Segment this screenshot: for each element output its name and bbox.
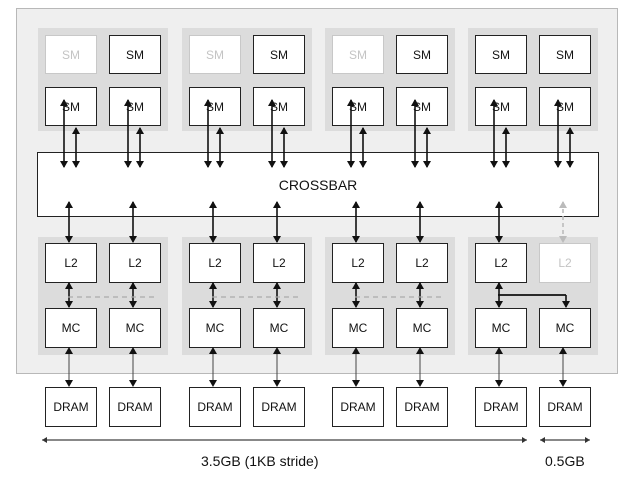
mc-box-1-1: MC [45, 308, 97, 348]
dram-box-3-2-label: DRAM [404, 400, 440, 414]
sm-box-1-3-label: SM [62, 99, 80, 114]
dram-box-3-2: DRAM [396, 387, 448, 427]
sm-box-4-4: SM [539, 87, 591, 126]
sm-box-3-1: SM [332, 35, 384, 74]
mc-box-3-1: MC [332, 308, 384, 348]
sm-box-1-2-label: SM [126, 47, 144, 62]
dram-box-2-1-label: DRAM [197, 400, 233, 414]
mc-box-4-1-label: MC [491, 321, 511, 335]
mc-box-1-2: MC [109, 308, 161, 348]
sm-box-2-1-label: SM [206, 47, 224, 62]
crossbar: CROSSBAR [37, 152, 599, 217]
l2-box-1-2: L2 [109, 243, 161, 283]
l2-box-4-2-label: L2 [558, 256, 572, 270]
sm-box-3-3: SM [332, 87, 384, 126]
mc-box-1-2-label: MC [125, 321, 145, 335]
sm-box-2-2: SM [253, 35, 305, 74]
l2-box-3-2: L2 [396, 243, 448, 283]
l2-box-3-1-label: L2 [351, 256, 365, 270]
sm-box-2-3-label: SM [206, 99, 224, 114]
mc-box-1-1-label: MC [61, 321, 81, 335]
l2-box-3-2-label: L2 [415, 256, 429, 270]
sm-box-4-2-label: SM [556, 47, 574, 62]
dram-box-2-2-label: DRAM [261, 400, 297, 414]
dram-box-4-2: DRAM [539, 387, 591, 427]
sm-box-4-4-label: SM [556, 99, 574, 114]
sm-box-3-4-label: SM [413, 99, 431, 114]
sm-box-3-3-label: SM [349, 99, 367, 114]
l2-box-2-1: L2 [189, 243, 241, 283]
sm-box-2-4: SM [253, 87, 305, 126]
dram-box-2-1: DRAM [189, 387, 241, 427]
sm-box-4-3: SM [475, 87, 527, 126]
sm-box-4-1: SM [475, 35, 527, 74]
sm-box-4-2: SM [539, 35, 591, 74]
sm-box-2-2-label: SM [270, 47, 288, 62]
sm-box-1-2: SM [109, 35, 161, 74]
memory-extra-label: 0.5GB [541, 453, 589, 469]
crossbar-label: CROSSBAR [278, 176, 358, 193]
l2-box-4-1-label: L2 [494, 256, 508, 270]
mc-box-3-2-label: MC [412, 321, 432, 335]
sm-box-1-4-label: SM [126, 99, 144, 114]
dram-box-1-2-label: DRAM [117, 400, 153, 414]
l2-box-2-2: L2 [253, 243, 305, 283]
sm-box-4-3-label: SM [492, 99, 510, 114]
l2-box-2-1-label: L2 [208, 256, 222, 270]
mc-box-2-2: MC [253, 308, 305, 348]
sm-box-3-2: SM [396, 35, 448, 74]
mc-box-4-2: MC [539, 308, 591, 348]
dram-box-3-1-label: DRAM [340, 400, 376, 414]
sm-box-2-4-label: SM [270, 99, 288, 114]
dram-box-4-1-label: DRAM [483, 400, 519, 414]
l2-box-4-2: L2 [539, 243, 591, 283]
l2-box-1-1: L2 [45, 243, 97, 283]
sm-box-1-4: SM [109, 87, 161, 126]
mc-box-4-2-label: MC [555, 321, 575, 335]
sm-box-3-1-label: SM [349, 47, 367, 62]
dram-box-4-1: DRAM [475, 387, 527, 427]
dram-box-1-1: DRAM [45, 387, 97, 427]
mc-box-4-1: MC [475, 308, 527, 348]
l2-box-2-2-label: L2 [272, 256, 286, 270]
sm-box-1-1-label: SM [62, 47, 80, 62]
l2-box-1-1-label: L2 [64, 256, 78, 270]
mc-box-2-1-label: MC [205, 321, 225, 335]
memory-main-label: 3.5GB (1KB stride) [197, 453, 323, 469]
dram-box-3-1: DRAM [332, 387, 384, 427]
sm-box-3-2-label: SM [413, 47, 431, 62]
l2-box-4-1: L2 [475, 243, 527, 283]
dram-box-4-2-label: DRAM [547, 400, 583, 414]
sm-box-1-1: SM [45, 35, 97, 74]
mc-box-2-1: MC [189, 308, 241, 348]
l2-box-3-1: L2 [332, 243, 384, 283]
l2-box-1-2-label: L2 [128, 256, 142, 270]
sm-box-4-1-label: SM [492, 47, 510, 62]
sm-box-2-3: SM [189, 87, 241, 126]
sm-box-2-1: SM [189, 35, 241, 74]
sm-box-1-3: SM [45, 87, 97, 126]
dram-box-2-2: DRAM [253, 387, 305, 427]
dram-box-1-2: DRAM [109, 387, 161, 427]
dram-box-1-1-label: DRAM [53, 400, 89, 414]
mc-box-2-2-label: MC [269, 321, 289, 335]
mc-box-3-1-label: MC [348, 321, 368, 335]
mc-box-3-2: MC [396, 308, 448, 348]
sm-box-3-4: SM [396, 87, 448, 126]
